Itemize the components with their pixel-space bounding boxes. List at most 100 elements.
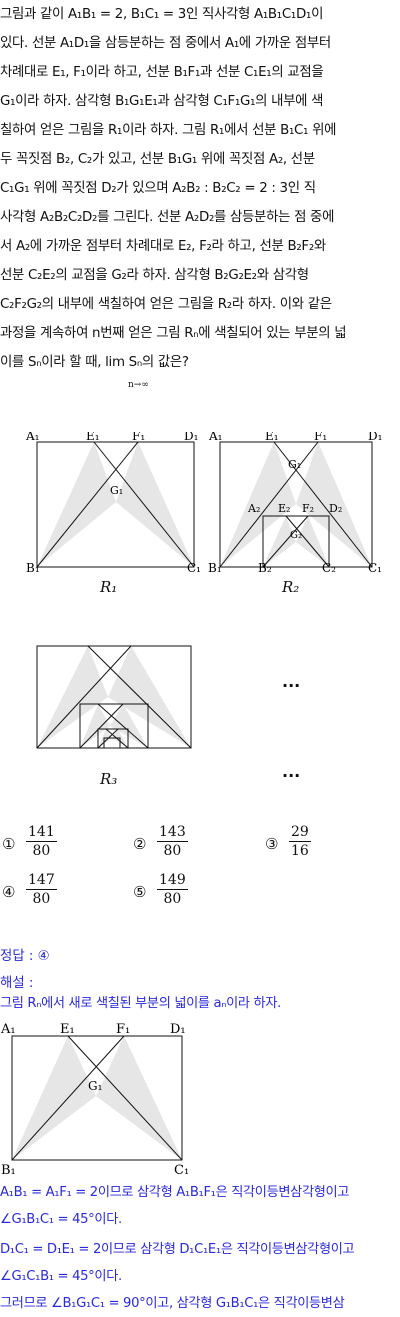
numerator: 29 [289,824,311,842]
solution-heading: 해설 : [0,976,34,991]
segment-c2e2 [285,515,330,568]
segment [87,645,192,749]
choice-2-fraction[interactable]: 143 80 [157,824,188,859]
shaded-triangle-right [116,442,194,567]
choice-5-fraction[interactable]: 149 80 [157,872,188,907]
label-g1: G₁ [288,458,301,471]
choice-marker[interactable]: ③ [265,835,279,853]
segment [36,645,132,749]
choice-marker[interactable]: ④ [2,883,16,901]
solution-line: D₁C₁ = D₁E₁ = 2이므로 삼각형 D₁C₁E₁은 직각이등변삼각형이… [0,1242,355,1257]
segment-c1e1 [93,441,195,568]
label-b1: B₁ [1,1163,16,1175]
problem-line: 사각형 A₂B₂C₂D₂를 그린다. 선분 A₂D₂를 삼등분하는 점 중에 [0,210,335,225]
segment-b1f1 [36,441,139,568]
label-d1: D₁ [184,432,198,443]
numerator: 147 [26,872,57,890]
label-e1: E₁ [265,432,279,443]
label-c2: C₂ [322,561,336,574]
numerator: 143 [157,824,188,842]
ellipsis: ··· [282,766,301,785]
label-a1: A₁ [0,1022,16,1037]
denominator: 16 [291,843,309,859]
choice-marker[interactable]: ① [2,835,16,853]
denominator: 80 [32,843,51,859]
solution-figure: A₁ E₁ F₁ D₁ G₁ B₁ C₁ [0,1022,189,1175]
label-d2: D₂ [329,502,342,515]
choice-4-fraction[interactable]: 147 80 [26,872,57,907]
problem-line: 그림과 같이 A₁B₁ = 2, B₁C₁ = 3인 직사각형 A₁B₁C₁D₁… [0,7,324,22]
figure-r3 [36,645,192,749]
label-e2: E₂ [278,502,290,515]
choice-marker[interactable]: ② [133,835,147,853]
shaded-triangle-left [37,442,116,567]
solution-line: ∠G₁C₁B₁ = 45°이다. [0,1269,122,1284]
shaded-triangle [37,646,108,748]
label-b1: B₁ [208,561,222,574]
figure-r2: A₁ E₁ F₁ D₁ G₁ A₂ E₂ F₂ D₂ G₂ B₁ B₂ C₂ C… [208,432,382,574]
solution-line: 그러므로 ∠B₁G₁C₁ = 90°이고, 삼각형 G₁B₁C₁은 직각이등변삼 [0,1296,345,1311]
label-e1: E₁ [60,1022,75,1037]
shaded-triangle-right-1 [296,442,372,567]
label-f2: F₂ [302,502,314,515]
rectangle-a1b1c1d1 [36,441,195,568]
problem-line: 서 A₂에 가까운 점부터 차례대로 E₂, F₂라 하고, 선분 B₂F₂와 [0,239,326,254]
label-f1: F₁ [132,432,145,443]
denominator: 80 [163,843,182,859]
rectangle-a1b1c1d1 [11,1035,183,1161]
problem-line: C₂F₂G₂의 내부에 색칠하여 얻은 그림을 R₂라 하자. 이와 같은 [0,297,332,312]
denominator: 80 [32,891,51,907]
problem-line: 과정을 계속하여 n번째 얻은 그림 Rₙ에 색칠되어 있는 부분의 넓 [0,326,347,341]
label-f1: F₁ [116,1022,130,1037]
problem-line: 차례대로 E₁, F₁이라 하고, 선분 B₁F₁과 선분 C₁E₁의 교점을 [0,65,324,80]
label-a1: A₁ [25,432,39,443]
shaded-triangle-right-2 [296,516,329,567]
answer-line: 정답 : ④ [0,949,50,964]
label-g1: G₁ [88,1079,102,1093]
label-g1: G₁ [110,484,123,497]
segment [79,703,124,749]
solution-line: A₁B₁ = A₁F₁ = 2이므로 삼각형 A₁B₁F₁은 직각이등변삼각형이… [0,1185,350,1200]
caption-r1: R₁ [100,578,118,596]
segment [97,703,149,749]
limit-subscript: n→∞ [128,380,149,390]
label-a1: A₁ [208,432,222,443]
label-e1: E₁ [86,432,100,443]
shaded-triangle-left-1 [220,442,296,567]
shaded-triangle [108,646,191,748]
label-b2: B₂ [258,561,272,574]
problem-line: G₁이라 하자. 삼각형 B₁G₁E₁과 삼각형 C₁F₁G₁의 내부에 색 [0,94,324,109]
label-c1: C₁ [174,1163,189,1175]
segment-c1e1 [273,441,373,568]
choice-marker[interactable]: ⑤ [133,883,147,901]
segment-b1f1 [219,441,319,568]
problem-line: 있다. 선분 A₁D₁을 삼등분하는 점 중에서 A₁에 가까운 점부터 [0,36,331,51]
label-d1: D₁ [368,432,382,443]
rectangle-2 [262,515,330,568]
caption-r2: R₂ [282,578,300,596]
choice-1-fraction[interactable]: 141 80 [26,824,57,859]
denominator: 80 [163,891,182,907]
numerator: 141 [26,824,57,842]
problem-line: 이를 Sₙ이라 할 때, lim Sₙ의 값은? [0,355,189,370]
choice-3-fraction[interactable]: 29 16 [289,824,311,859]
solution-line: ∠G₁B₁C₁ = 45°이다. [0,1212,122,1227]
figure-r1: A₁ E₁ F₁ D₁ G₁ B₁ C₁ [25,432,201,574]
label-g2: G₂ [290,530,302,541]
problem-line: 칠하여 얻은 그림을 R₁이라 하자. 그림 R₁에서 선분 B₁C₁ 위에 [0,123,337,138]
segment-b1f1 [11,1035,125,1161]
label-f1: F₁ [314,432,327,443]
shaded-triangle [110,704,148,748]
label-c1: C₁ [187,561,201,574]
shaded-triangle-right [96,1036,182,1160]
label-c1: C₁ [368,561,382,574]
segment-b2f2 [262,515,309,568]
rectangle-4 [103,737,121,749]
problem-line: C₁G₁ 위에 꼭짓점 D₂가 있으며 A₂B₂ : B₂C₂ = 2 : 3인… [0,181,316,196]
solution-intro: 그림 Rₙ에서 새로 색칠된 부분의 넓이를 aₙ이라 하자. [0,996,281,1011]
label-d1: D₁ [170,1022,186,1037]
ellipsis: ··· [282,676,301,695]
shaded-triangle-left [12,1036,96,1160]
label-b1: B₁ [26,561,40,574]
numerator: 149 [157,872,188,890]
